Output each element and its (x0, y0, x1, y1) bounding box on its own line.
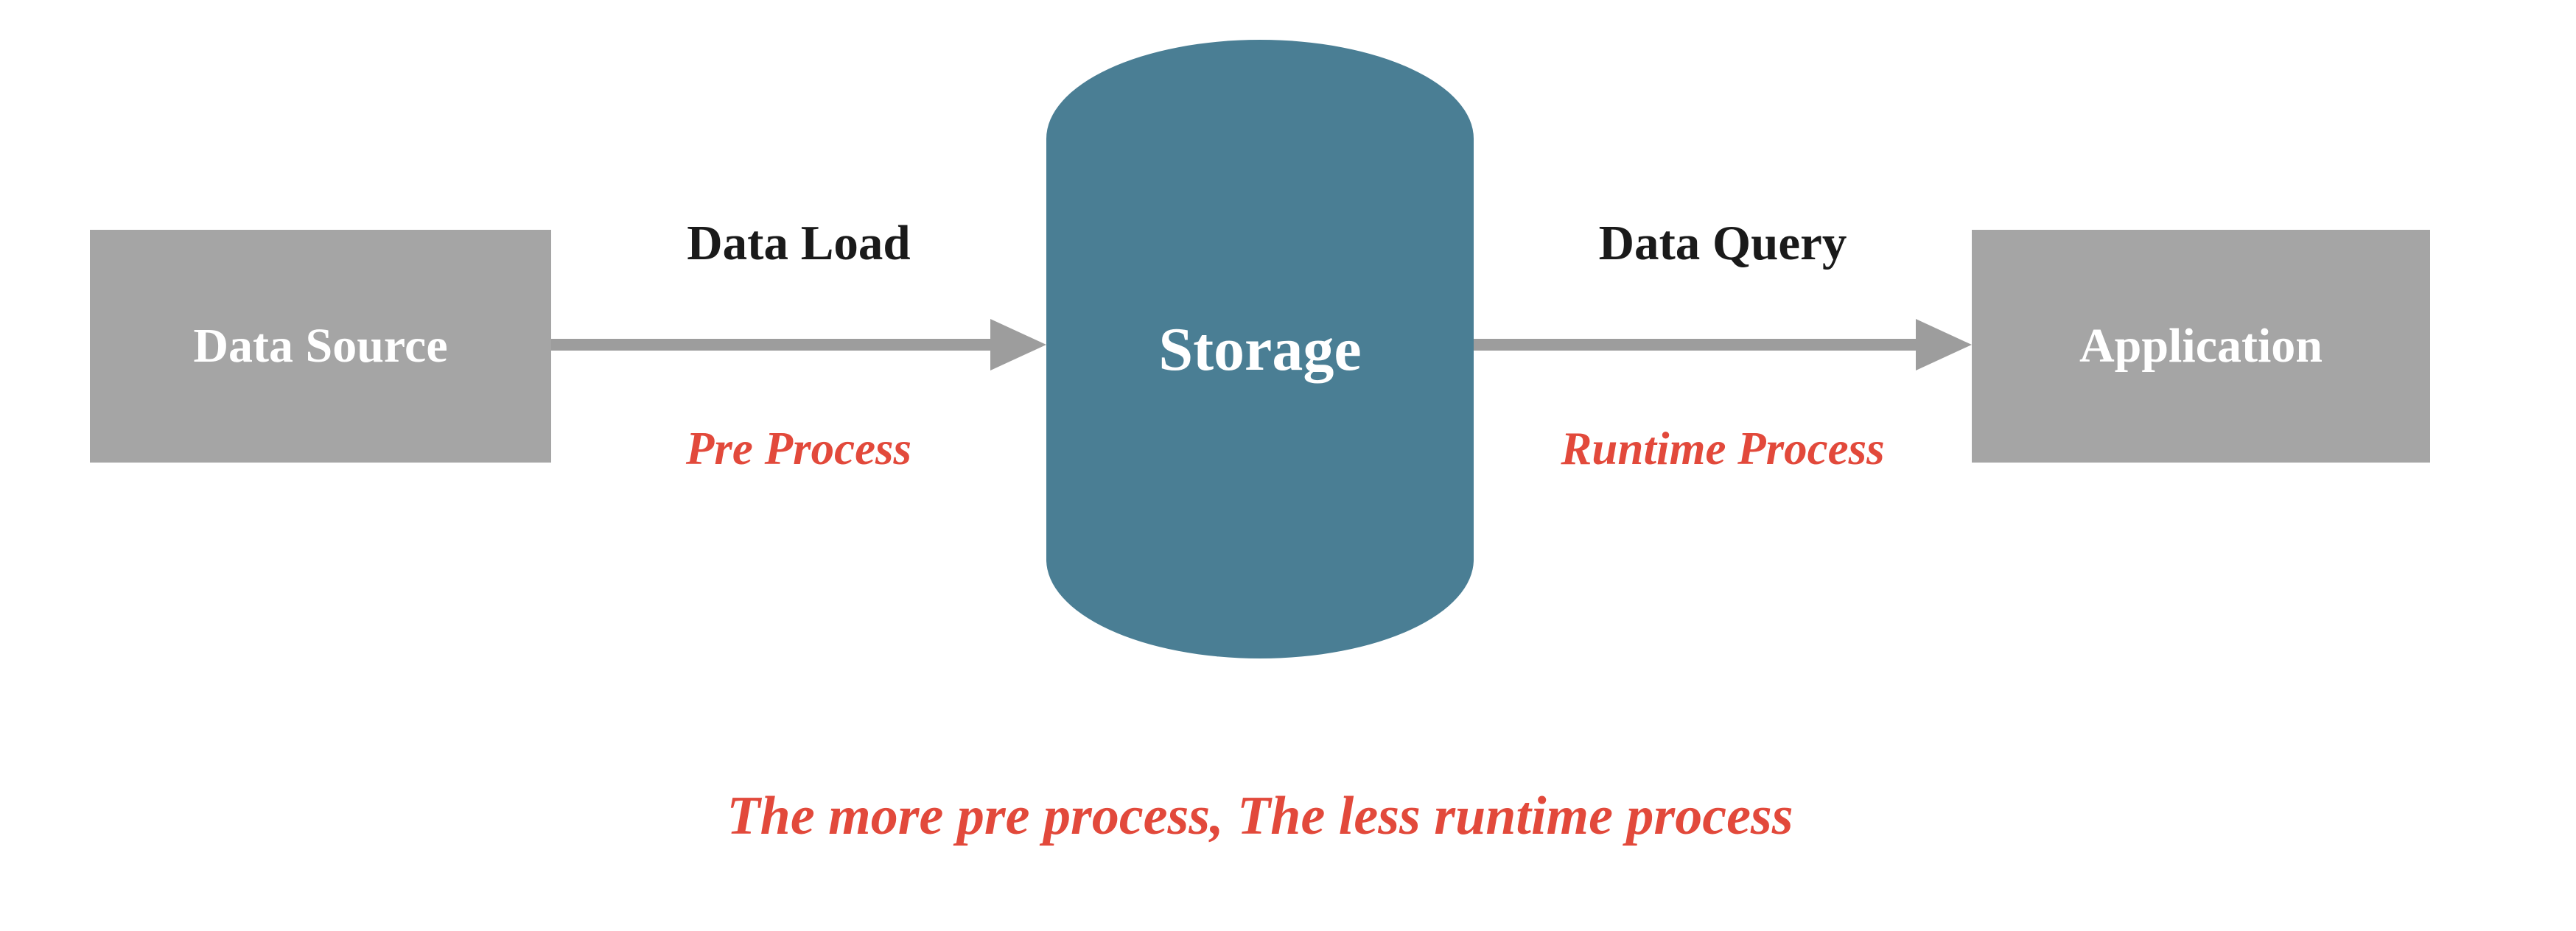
arrow-data-query-icon (1474, 319, 1972, 370)
edge-label-data-load: Data Load (687, 216, 911, 270)
node-storage-label: Storage (1158, 315, 1362, 384)
arrow-data-load-icon (551, 319, 1046, 370)
node-storage-cylinder: Storage (1046, 40, 1474, 658)
node-data-source-label: Data Source (193, 319, 448, 373)
edge-sublabel-runtime-process: Runtime Process (1561, 423, 1885, 474)
edge-label-data-query: Data Query (1598, 216, 1847, 270)
caption: The more pre process, The less runtime p… (727, 786, 1793, 846)
node-data-source: Data Source (90, 230, 551, 463)
edge-sublabel-pre-process: Pre Process (685, 423, 912, 474)
node-application: Application (1972, 230, 2430, 463)
node-application-label: Application (2079, 319, 2323, 373)
